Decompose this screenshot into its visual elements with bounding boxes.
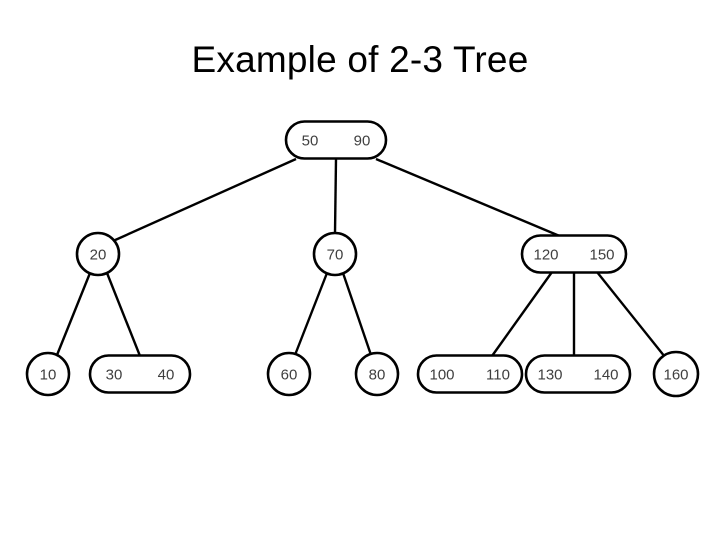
node-key-label: 60 xyxy=(281,367,298,384)
node-circle-shape xyxy=(652,350,700,398)
node-circle-shape xyxy=(75,231,121,277)
node-stadium-shape xyxy=(524,354,632,394)
node-stadium-shape xyxy=(416,354,524,394)
node-key-label: 140 xyxy=(593,367,618,384)
node-stadium-shape xyxy=(88,354,192,394)
node-key-label: 130 xyxy=(537,367,562,384)
tree-node[interactable]: 10 xyxy=(25,351,71,397)
tree-edge xyxy=(293,272,329,356)
tree-node[interactable]: 60 xyxy=(266,351,312,397)
node-key-label: 10 xyxy=(40,367,57,384)
node-key-label: 90 xyxy=(354,133,371,150)
tree-node[interactable]: 130 140 xyxy=(524,354,632,394)
tree-node[interactable]: 30 40 xyxy=(88,354,192,394)
node-circle-shape xyxy=(354,351,400,397)
node-key-label: 70 xyxy=(327,247,344,264)
tree-edge xyxy=(375,157,563,239)
tree-edge xyxy=(112,157,297,243)
node-key-label: 30 xyxy=(106,367,123,384)
tree-edge xyxy=(333,158,338,234)
node-key-label: 40 xyxy=(158,367,175,384)
node-circle-shape xyxy=(266,351,312,397)
node-key-label: 150 xyxy=(589,247,614,264)
node-stadium-shape xyxy=(284,120,388,160)
tree-node[interactable]: 80 xyxy=(354,351,400,397)
node-key-label: 20 xyxy=(90,247,107,264)
node-key-label: 100 xyxy=(429,367,454,384)
node-key-label: 50 xyxy=(302,133,319,150)
tree-node[interactable]: 120 150 xyxy=(520,234,628,274)
node-key-label: 80 xyxy=(369,367,386,384)
tree-node[interactable]: 160 xyxy=(652,350,700,398)
page-title: Example of 2-3 Tree xyxy=(191,39,529,80)
tree-node[interactable]: 20 xyxy=(75,231,121,277)
node-key-label: 110 xyxy=(486,367,510,384)
tree-node[interactable]: 70 xyxy=(312,231,358,277)
node-circle-shape xyxy=(312,231,358,277)
tree-edge xyxy=(341,272,373,356)
node-stadium-shape xyxy=(520,234,628,274)
tree-edge xyxy=(55,272,92,356)
tree-edge xyxy=(596,271,666,358)
tree-edges-group xyxy=(55,157,666,358)
node-key-label: 160 xyxy=(663,367,688,384)
node-circle-shape xyxy=(25,351,71,397)
tree-nodes-group: 50 90 20 70 120 150 10 30 40 60 80 100 110 130 140 160 xyxy=(25,120,700,398)
tree-edge xyxy=(105,272,142,357)
tree-node[interactable]: 50 90 xyxy=(284,120,388,160)
node-key-label: 120 xyxy=(533,247,558,264)
tree-node[interactable]: 100 110 xyxy=(416,354,524,394)
tree-edge xyxy=(491,271,553,357)
